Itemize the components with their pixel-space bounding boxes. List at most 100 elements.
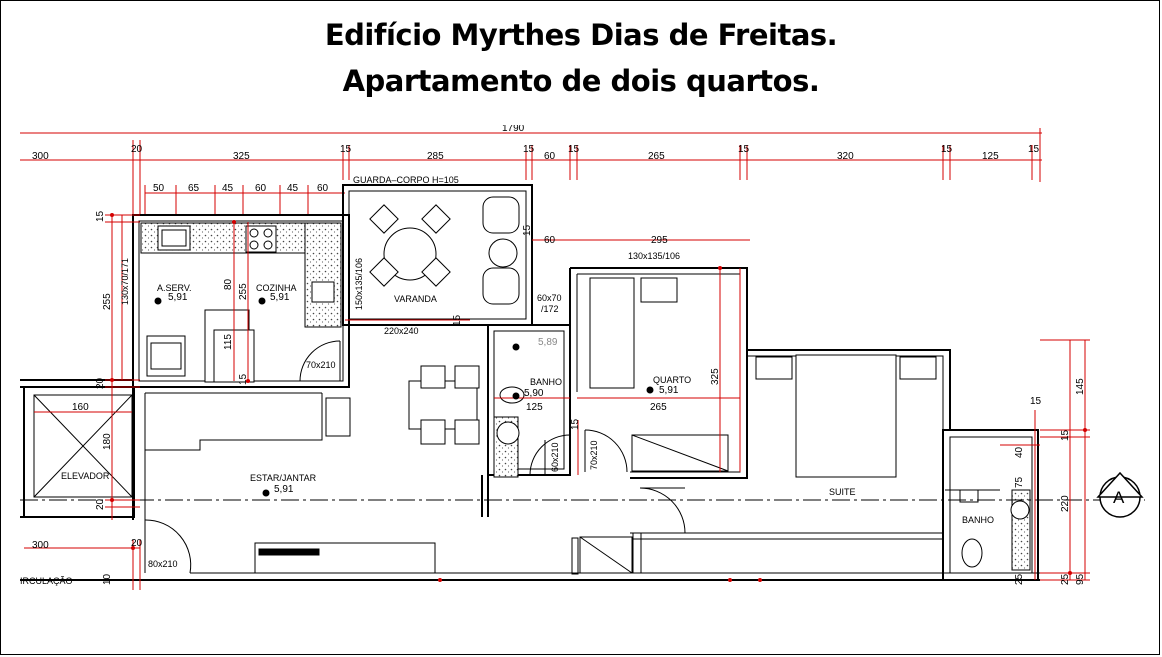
level-quarto: 5,91 [659, 385, 679, 396]
label-door-1: 70x210 [306, 360, 336, 370]
room-varanda: VARANDA [394, 294, 437, 304]
varanda-round-table [383, 227, 437, 281]
level-cozinha: 5,91 [270, 292, 290, 303]
top-dimensions [20, 128, 1042, 215]
dim-15e: 15 [941, 144, 953, 155]
dim-160: 160 [72, 402, 89, 413]
kdim-2: 65 [188, 183, 200, 194]
dim-k80: 80 [223, 278, 234, 290]
label-guarda-corpo: GUARDA–CORPO H=105 [353, 175, 459, 185]
room-circulacao: IRCULAÇÃO [20, 576, 73, 586]
washbasin-2 [1010, 500, 1030, 520]
label-window-4b: /172 [541, 304, 559, 314]
label-door-2: 60x210 [550, 442, 560, 472]
dim-r95: 95 [1075, 573, 1086, 585]
walls [20, 184, 1040, 581]
suite-bed [795, 354, 897, 478]
sofa [254, 542, 436, 574]
level-markers [110, 213, 1087, 582]
dim-325: 325 [233, 151, 250, 162]
level-aserv: 5,91 [168, 292, 188, 303]
label-door-4: 80x210 [148, 559, 178, 569]
dim-15d: 15 [738, 144, 750, 155]
dim-k255: 255 [238, 283, 249, 300]
dim-r15a: 15 [1030, 396, 1042, 407]
kdim-1: 50 [153, 183, 165, 194]
stove [245, 225, 277, 253]
dim-r40: 40 [1014, 446, 1025, 458]
room-banho-2: BANHO [962, 515, 994, 525]
dim-15b: 15 [523, 144, 535, 155]
kdim-3: 45 [222, 183, 234, 194]
dim-125: 125 [982, 151, 999, 162]
floor-plan: 1790 300 20 325 15 285 15 60 15 265 15 3… [20, 125, 1145, 590]
toilet-1 [499, 386, 525, 404]
dim-320: 320 [837, 151, 854, 162]
dim-20: 20 [131, 144, 143, 155]
room-cozinha: COZINHA [256, 283, 297, 293]
dim-q325: 325 [710, 368, 721, 385]
dim-r25b: 25 [1060, 573, 1071, 585]
washbasin-1 [496, 421, 520, 445]
dim-left-15: 15 [95, 210, 106, 222]
kitchen-dimension-labels: 50 65 45 60 45 60 [153, 183, 329, 194]
kitchen-sink [311, 281, 335, 303]
dim-v15b: 15 [522, 224, 533, 236]
drawing-subtitle: Apartamento de dois quartos. [342, 64, 820, 98]
dim-285: 285 [427, 151, 444, 162]
doors [144, 324, 1000, 574]
room-elevador: ELEVADOR [61, 471, 110, 481]
drawing-title: Edifício Myrthes Dias de Freitas. [324, 18, 838, 52]
kdim-5: 45 [287, 183, 299, 194]
dim-r145: 145 [1075, 378, 1086, 395]
dim-15f: 15 [1028, 144, 1040, 155]
dim-r75: 75 [1014, 476, 1025, 488]
dim-60: 60 [544, 151, 556, 162]
dim-265: 265 [648, 151, 665, 162]
dim-v295: 295 [651, 235, 668, 246]
dim-left-255: 255 [102, 293, 113, 310]
level-estar: 5,91 [274, 484, 294, 495]
misc-dimension-labels: 15 255 20 180 20 160 300 20 10 80 255 11… [32, 210, 1086, 585]
dim-left-20b: 20 [95, 498, 106, 510]
dim-k115: 115 [223, 334, 234, 350]
label-window-4: 60x70 [537, 293, 562, 303]
dim-b125: 125 [526, 402, 543, 413]
section-line: A [20, 471, 1145, 518]
section-label: A [1113, 488, 1125, 507]
dim-15a: 15 [340, 144, 352, 155]
countertops [140, 222, 1031, 571]
dim-r15b: 15 [1060, 429, 1071, 441]
dim-15c: 15 [568, 144, 580, 155]
interior-dimensions [24, 214, 1090, 590]
level-banho-top: 5,89 [538, 337, 558, 348]
kdim-4: 60 [255, 183, 267, 194]
armchair-top [482, 196, 520, 234]
dim-r25a: 25 [1014, 573, 1025, 585]
dim-300: 300 [32, 151, 49, 162]
room-aserv: A.SERV. [157, 283, 192, 293]
dim-v15: 15 [452, 314, 463, 326]
dim-left-20a: 20 [95, 377, 106, 389]
top-dimension-labels: 1790 300 20 325 15 285 15 60 15 265 15 3… [32, 125, 1040, 162]
label-door-3: 70x210 [589, 440, 599, 470]
dim-r220: 220 [1060, 495, 1071, 512]
dim-bot-300: 300 [32, 540, 49, 551]
level-symbols [154, 297, 654, 497]
dim-v60: 60 [544, 235, 556, 246]
kdim-6: 60 [317, 183, 329, 194]
toilet-2 [961, 538, 983, 568]
opening-labels: GUARDA–CORPO H=105 130x70/171 150x135/10… [120, 175, 680, 569]
armchair-bottom [482, 267, 520, 305]
dim-k15: 15 [238, 373, 249, 385]
dim-bot-10: 10 [102, 573, 113, 585]
room-labels: A.SERV. COZINHA VARANDA BANHO QUARTO EST… [20, 283, 994, 586]
level-banho-1: 5,90 [524, 388, 544, 399]
dim-q15: 15 [570, 418, 581, 430]
dim-bot-20: 20 [131, 538, 143, 549]
room-suite: SUITE [829, 487, 856, 497]
room-banho-1: BANHO [530, 377, 562, 387]
label-window-3: 130x135/106 [628, 251, 680, 261]
label-opening-varanda: 220x240 [384, 326, 419, 336]
dim-total: 1790 [502, 125, 525, 134]
